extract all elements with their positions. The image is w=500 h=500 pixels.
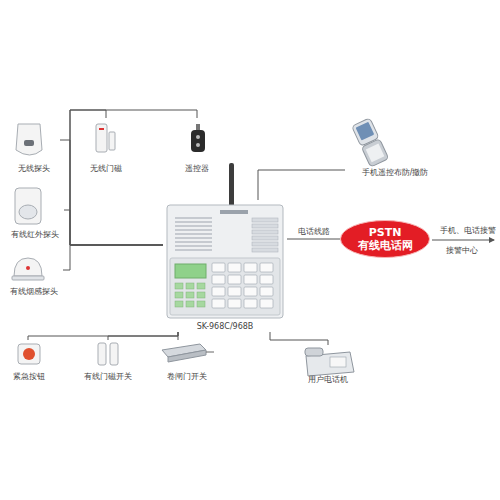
device-box: 有线烟感探头 [5, 252, 63, 297]
connector-line [60, 140, 163, 245]
device-box: 卷闸门开关 [158, 340, 216, 382]
network-label: PSTN [369, 226, 402, 239]
connector-line [64, 210, 163, 245]
rolling-door-switch-icon [162, 344, 214, 362]
connector-line [108, 332, 178, 340]
device-label: 手机遥控布防/撤防 [362, 168, 429, 178]
device-box: 遥控器 [178, 118, 216, 174]
ellipse-shape [341, 221, 430, 258]
device-label: 无线门磁 [90, 164, 122, 174]
wired-ir-detector-icon [15, 188, 41, 224]
connector-line [63, 245, 163, 270]
alarm-panel: SK-968C/968B [163, 200, 287, 332]
device-label: 无线探头 [18, 164, 50, 174]
note-label: 接警中心 [446, 246, 478, 256]
device-box: 有线红外探头 [6, 185, 64, 240]
connector-line [270, 332, 328, 345]
device-box: 紧急按钮 [6, 340, 52, 382]
network-label: 有线电话网 [358, 239, 413, 252]
device-label: 卷闸门开关 [167, 372, 207, 382]
mobile-phone-icon [352, 118, 389, 167]
device-label: 紧急按钮 [13, 372, 45, 382]
device-box: 用户电话机 [298, 345, 358, 385]
note-label: 手机、电话接警 [440, 226, 496, 236]
device-label: 有线红外探头 [11, 230, 59, 240]
smoke-detector-icon [12, 258, 44, 280]
wireless-door-magnet-icon [96, 124, 115, 152]
connector-line [70, 110, 163, 245]
device-box: 手机遥控布防/撤防 [345, 118, 445, 178]
device-box: 无线门磁 [82, 118, 130, 174]
emergency-button-icon [18, 344, 40, 364]
wireless-detector-icon [16, 124, 42, 155]
connector-line [287, 239, 340, 240]
device-label: 用户电话机 [308, 375, 348, 385]
device-label: 有线门磁开关 [84, 372, 132, 382]
edge-label: 电话线路 [298, 227, 330, 237]
device-box: 无线探头 [8, 118, 60, 174]
device-label: 遥控器 [185, 164, 209, 174]
device-label: 有线烟感探头 [10, 287, 58, 297]
alarm-panel-illustration [167, 163, 283, 318]
connector-line [258, 170, 345, 200]
remote-control-icon [191, 124, 205, 152]
connector-line [28, 332, 178, 340]
connector-line [178, 332, 179, 340]
connector-line [70, 110, 197, 245]
device-box: 有线门磁开关 [80, 340, 136, 382]
network-ellipse: PSTN有线电话网 [340, 220, 430, 258]
model-label: SK-968C/968B [197, 322, 254, 332]
wired-door-contact-icon [98, 343, 118, 365]
telephone-icon [305, 348, 354, 376]
alarm-output-arrow [432, 240, 494, 241]
